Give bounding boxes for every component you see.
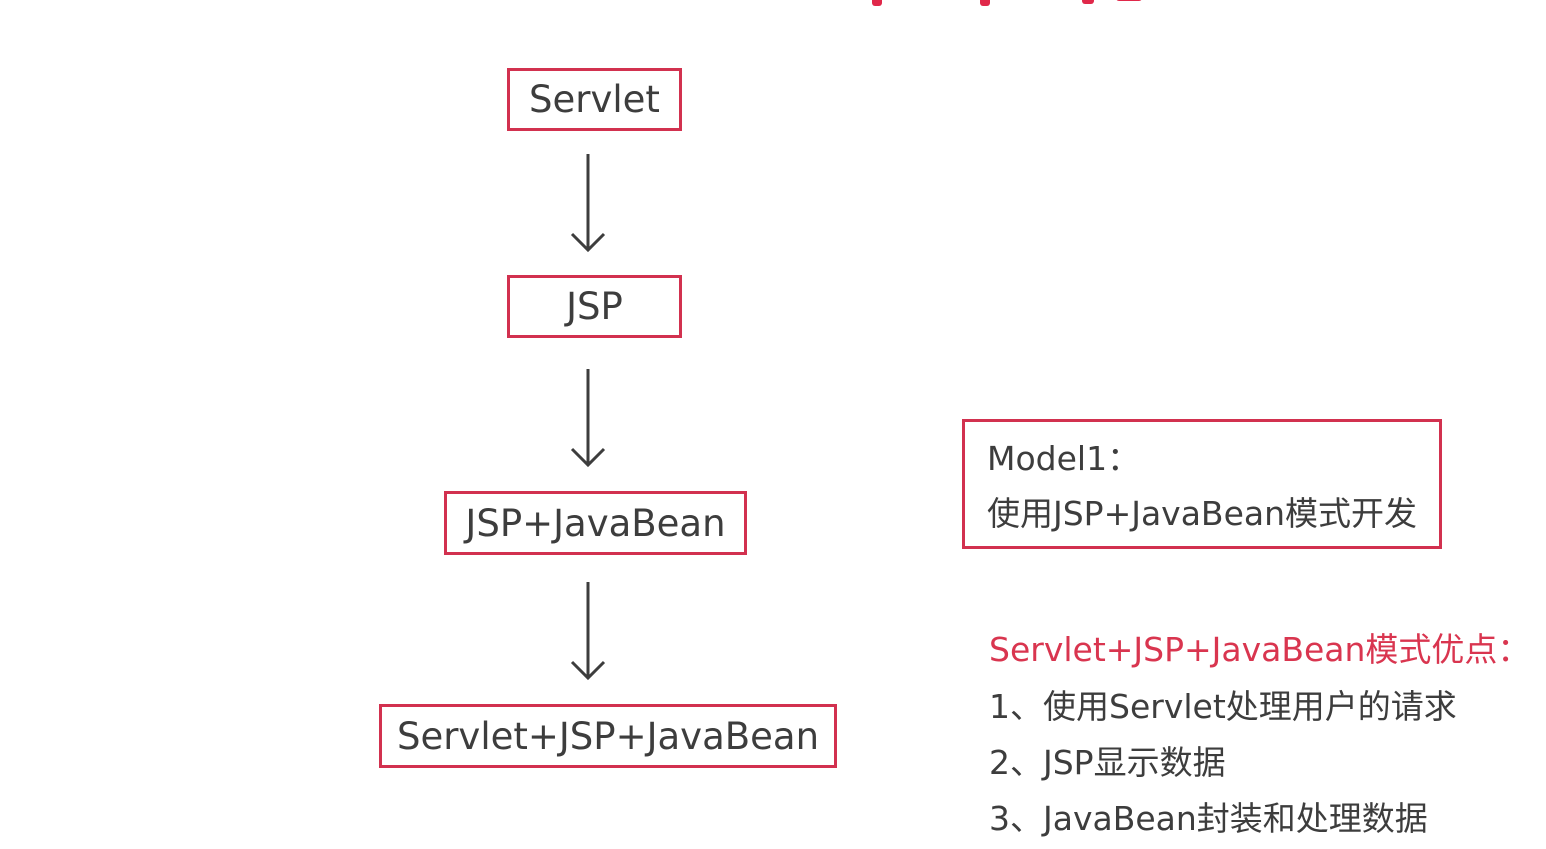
model1-title: Model1： — [987, 439, 1141, 478]
model1-box: Model1： 使用JSP+JavaBean模式开发 — [962, 419, 1442, 549]
node-label: JSP+JavaBean — [465, 501, 726, 545]
node-servlet: Servlet — [507, 68, 682, 131]
arrow-jsp-javabean-to-servlet-jsp-javabean — [570, 582, 606, 681]
advantages-section: Servlet+JSP+JavaBean模式优点： 1、使用Servlet处理用… — [989, 624, 1546, 849]
arrow-jsp-to-jsp-javabean — [570, 369, 606, 468]
node-label: Servlet — [529, 78, 660, 121]
node-servlet-jsp-javabean: Servlet+JSP+JavaBean — [379, 704, 837, 768]
advantages-heading: Servlet+JSP+JavaBean模式优点： — [989, 630, 1531, 669]
node-label: JSP — [566, 285, 623, 328]
model1-description: 使用JSP+JavaBean模式开发 — [987, 494, 1418, 533]
list-item: 3、JavaBean封装和处理数据 — [989, 799, 1428, 838]
node-jsp: JSP — [507, 275, 682, 338]
list-item: 2、JSP显示数据 — [989, 743, 1226, 782]
arrow-servlet-to-jsp — [570, 154, 606, 253]
title-fragment — [820, 0, 1150, 6]
list-item: 1、使用Servlet处理用户的请求 — [989, 687, 1457, 726]
node-label: Servlet+JSP+JavaBean — [396, 714, 820, 758]
node-jsp-javabean: JSP+JavaBean — [444, 491, 747, 555]
